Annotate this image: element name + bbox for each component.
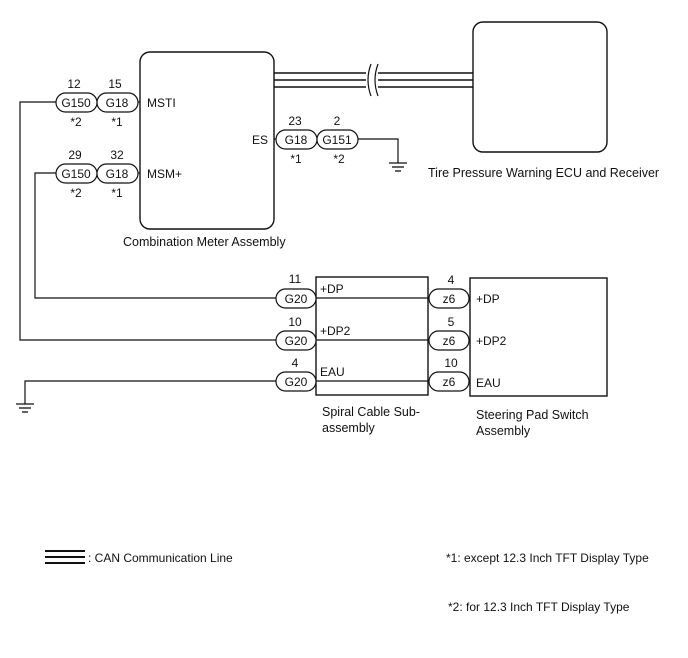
label-combination-meter: Combination Meter Assembly: [123, 235, 286, 249]
label-tire-ecu: Tire Pressure Warning ECU and Receiver: [428, 166, 659, 180]
pin-number: 4: [448, 273, 455, 287]
connector-es-g18: G18 23 *1: [275, 114, 318, 166]
wire-msm-dp: [34, 172, 276, 299]
pin-number: 2: [334, 114, 341, 128]
svg-text:z6: z6: [443, 375, 456, 389]
connector-msm-g18: G18 32 *1: [96, 148, 139, 200]
variant-note: *2: [70, 186, 82, 200]
spiral-pin-eau: EAU: [320, 365, 345, 379]
label-steering-switch-2: Assembly: [476, 424, 531, 438]
label-spiral-cable-1: Spiral Cable Sub-: [322, 405, 420, 419]
pin-number: 15: [108, 77, 122, 91]
pin-number: 23: [288, 114, 302, 128]
pin-label-es: ES: [252, 133, 268, 147]
pin-label-msm: MSM+: [147, 167, 182, 181]
pin-number: 11: [289, 272, 302, 286]
svg-text:G150: G150: [61, 167, 91, 181]
ground-symbol-es: [389, 162, 407, 172]
variant-note: *1: [111, 115, 123, 129]
pin-number: 4: [292, 356, 299, 370]
variant-note: *1: [290, 152, 302, 166]
connector-es-g151: G151 2 *2: [316, 114, 359, 166]
pin-number: 12: [67, 77, 81, 91]
spiral-pin-dp: +DP: [320, 282, 344, 296]
pin-number: 29: [68, 148, 82, 162]
connector-z6-pin10: z6 10: [428, 356, 470, 392]
pin-label-msti: MSTI: [147, 96, 176, 110]
tire-ecu-box: [472, 21, 608, 153]
connector-msti-g150: G150 12 *2: [55, 77, 98, 129]
svg-text:z6: z6: [443, 292, 456, 306]
can-communication-line: [274, 63, 473, 97]
svg-text:G18: G18: [285, 133, 308, 147]
steering-switch-box: [469, 277, 608, 397]
label-spiral-cable-2: assembly: [322, 421, 376, 435]
switch-pin-dp: +DP: [476, 292, 500, 306]
spiral-pin-dp2: +DP2: [320, 324, 351, 338]
legend-note-1: *1: except 12.3 Inch TFT Display Type: [446, 551, 649, 565]
wire-eau-ground: [24, 380, 276, 404]
svg-text:G18: G18: [106, 167, 129, 181]
connector-z6-pin4: z6 4: [428, 273, 470, 309]
pin-number: 32: [110, 148, 124, 162]
svg-text:z6: z6: [443, 334, 456, 348]
svg-text:G18: G18: [106, 96, 129, 110]
connector-g20-pin11: G20 11: [275, 272, 317, 309]
spiral-cable-box: [315, 276, 429, 396]
variant-note: *1: [111, 186, 123, 200]
switch-pin-dp2: +DP2: [476, 334, 507, 348]
connector-g20-pin10: G20 10: [275, 315, 317, 351]
pin-number: 10: [444, 356, 458, 370]
svg-text:G20: G20: [285, 292, 308, 306]
connector-msti-g18: G18 15 *1: [96, 77, 139, 129]
connector-msm-g150: G150 29 *2: [55, 148, 98, 200]
variant-note: *2: [333, 152, 345, 166]
svg-text:G150: G150: [61, 96, 91, 110]
wire-es-ground: [358, 138, 399, 163]
combination-meter-box: [139, 51, 275, 230]
pin-number: 10: [288, 315, 302, 329]
svg-text:G20: G20: [285, 334, 308, 348]
label-steering-switch-1: Steering Pad Switch: [476, 408, 589, 422]
svg-text:G20: G20: [285, 375, 308, 389]
legend-can-label: : CAN Communication Line: [88, 551, 233, 565]
variant-note: *2: [70, 115, 82, 129]
connector-z6-pin5: z6 5: [428, 315, 470, 351]
legend-note-2: *2: for 12.3 Inch TFT Display Type: [448, 600, 630, 614]
legend-can-symbol: [45, 550, 85, 564]
ground-symbol-eau: [16, 403, 34, 413]
switch-pin-eau: EAU: [476, 376, 501, 390]
connector-g20-pin4: G20 4: [275, 356, 317, 392]
wire-msti-dp2: [19, 101, 276, 341]
svg-text:G151: G151: [322, 133, 352, 147]
pin-number: 5: [448, 315, 455, 329]
